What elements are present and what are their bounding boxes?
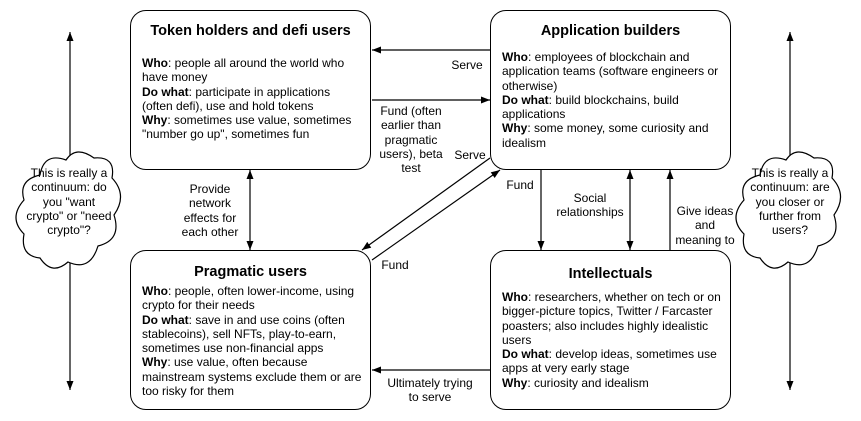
what-key: Do what xyxy=(502,92,549,107)
token-holders-body: Who: people all around the world who hav… xyxy=(142,56,364,142)
right-cloud-text: This is really a continuum: are you clos… xyxy=(750,166,830,238)
fund-often-label: Fund (often earlier than pragmatic users… xyxy=(379,104,443,176)
what-text: : participate in applications (often def… xyxy=(142,84,331,113)
application-builders-box: Application builders Who: employees of b… xyxy=(490,10,731,170)
why-key: Why xyxy=(142,355,168,370)
why-key: Why xyxy=(502,121,528,136)
intellectuals-title: Intellectuals xyxy=(568,266,653,282)
what-key: Do what xyxy=(502,347,549,362)
why-text: : curiosity and idealism xyxy=(527,375,649,390)
pragmatic-users-title: Pragmatic users xyxy=(194,264,307,280)
why-key: Why xyxy=(502,375,528,390)
left-cloud-text: This is really a continuum: do you "want… xyxy=(26,166,112,238)
token-holders-title: Token holders and defi users xyxy=(150,23,351,39)
what-key: Do what xyxy=(142,312,189,327)
why-text: : sometimes use value, sometimes "number… xyxy=(142,113,352,142)
application-builders-title: Application builders xyxy=(540,23,681,39)
application-builders-body: Who: employees of blockchain and applica… xyxy=(502,50,724,150)
who-key: Who xyxy=(502,50,528,64)
who-text: : people all around the world who have m… xyxy=(142,56,345,85)
network-effects-label: Provide network effects for each other xyxy=(181,182,239,239)
what-text: : develop ideas, sometimes use apps at v… xyxy=(502,347,717,376)
ultimately-label: Ultimately trying to serve xyxy=(387,376,473,405)
what-key: Do what xyxy=(142,84,189,99)
intellectuals-body: Who: researchers, whether on tech or on … xyxy=(502,290,726,390)
why-text: : some money, some curiosity and idealis… xyxy=(502,121,709,150)
give-ideas-label: Give ideas and meaning to xyxy=(675,204,735,247)
token-holders-box: Token holders and defi users Who: people… xyxy=(130,10,371,170)
who-text: : employees of blockchain and applicatio… xyxy=(502,50,719,93)
intellectuals-box: Intellectuals Who: researchers, whether … xyxy=(490,250,731,410)
why-key: Why xyxy=(142,113,168,128)
social-relationships-label: Social relationships xyxy=(556,191,624,220)
fund-diag-arrow xyxy=(371,169,501,261)
who-key: Who xyxy=(142,284,168,298)
what-text: : build blockchains, build applications xyxy=(502,92,679,122)
who-key: Who xyxy=(142,56,168,70)
who-text: : people, often lower-income, using cryp… xyxy=(142,284,355,313)
who-key: Who xyxy=(502,290,528,304)
right-cloud-shape xyxy=(735,151,842,269)
fund-down-label: Fund xyxy=(506,178,534,192)
serve-diag-label: Serve xyxy=(454,148,486,162)
serve-top-label: Serve xyxy=(451,58,483,72)
pragmatic-users-box: Pragmatic users Who: people, often lower… xyxy=(130,250,371,410)
pragmatic-users-body: Who: people, often lower-income, using c… xyxy=(142,284,366,398)
left-cloud-shape xyxy=(15,151,122,269)
serve-diag-arrow xyxy=(361,157,491,251)
why-text: : use value, often because mainstream sy… xyxy=(142,355,362,399)
fund-diag-label: Fund xyxy=(381,258,409,272)
who-text: : researchers, whether on tech or on big… xyxy=(502,290,721,347)
what-text: : save in and use coins (often stablecoi… xyxy=(142,312,345,356)
